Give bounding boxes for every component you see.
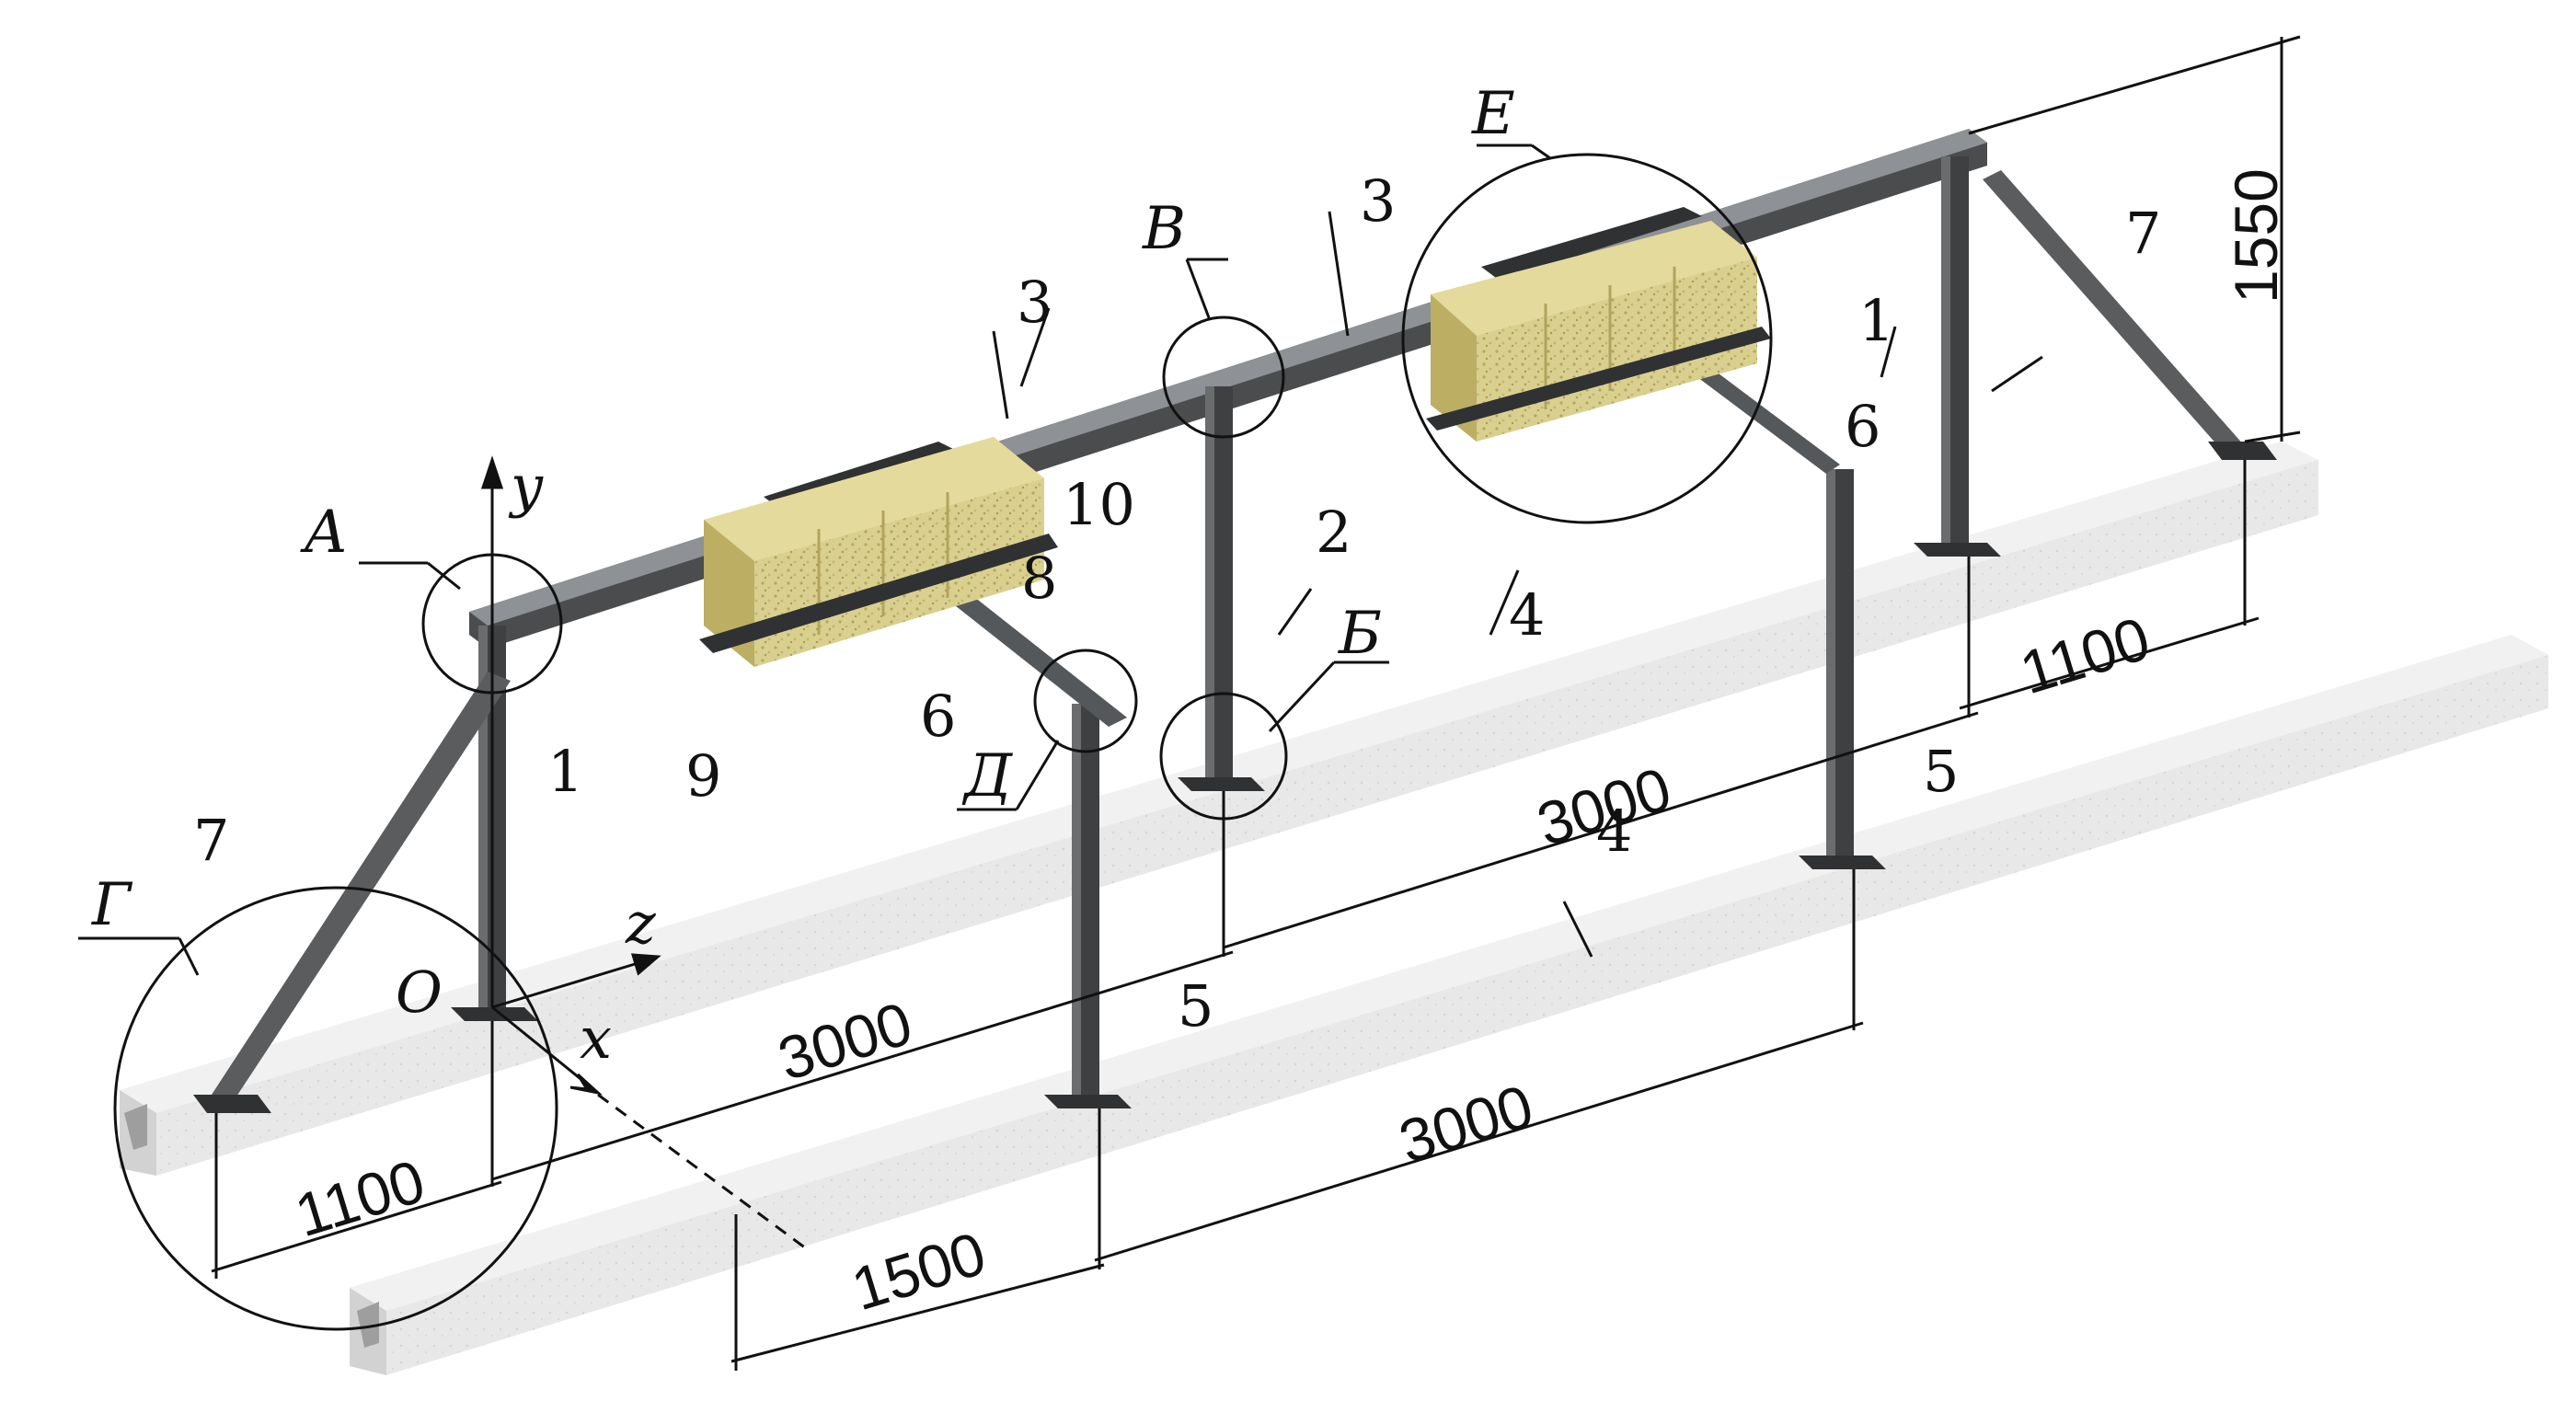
part-label-8: 8 (1021, 545, 1057, 612)
detail-circle-v (1162, 316, 1285, 439)
axis-label-origin: O (396, 959, 443, 1026)
detail-letter-b: Б (1338, 600, 1382, 668)
part-label-5-mid: 5 (1178, 972, 1213, 1039)
part-label-10: 10 (1063, 471, 1135, 538)
detail-circle-g (113, 886, 558, 1331)
detail-letter-v: В (1142, 195, 1186, 263)
detail-circle-d (1033, 649, 1138, 753)
part-label-6-right: 6 (1845, 393, 1880, 460)
detail-circle-e (1401, 153, 1773, 524)
part-label-4-front: 4 (1596, 798, 1632, 865)
y-axis-arrow (480, 455, 504, 489)
coordinate-axes (480, 455, 811, 1253)
part-label-6-left: 6 (920, 683, 956, 750)
dimension-lines (211, 35, 2301, 1371)
part-label-1-left: 1 (547, 738, 583, 805)
part-label-9: 9 (685, 742, 721, 810)
detail-letter-e: Е (1471, 80, 1515, 148)
detail-letter-d: Д (961, 742, 1013, 810)
detail-letter-a: А (300, 499, 348, 567)
axis-label-y: y (508, 453, 544, 520)
detail-letter-g: Г (91, 871, 133, 939)
dim-front-3000: 3000 (1391, 1072, 1540, 1177)
bale-stack-left (699, 437, 1058, 667)
z-axis-line (491, 959, 645, 1009)
dim-height-1550: 1550 (2222, 168, 2290, 304)
bale-stack-right (1426, 221, 1771, 442)
z-axis-arrow (630, 953, 661, 976)
x-axis-line (491, 1005, 590, 1087)
concrete-beam-front (350, 635, 2548, 1375)
part-label-2: 2 (1316, 499, 1351, 566)
part-label-1-right: 1 (1858, 287, 1894, 354)
dim-left-1100: 1100 (287, 1146, 431, 1249)
axis-label-z: z (625, 890, 656, 957)
part-label-7-left: 7 (193, 807, 229, 874)
x-axis-arrow (569, 1073, 604, 1096)
part-label-3-right: 3 (1360, 167, 1396, 235)
part-label-3-left: 3 (1017, 269, 1052, 336)
part-label-4-back: 4 (1509, 581, 1545, 649)
part-label-5-right: 5 (1923, 738, 1959, 805)
dim-mid-3000-lower: 3000 (770, 989, 919, 1094)
dim-offset-1500: 1500 (844, 1219, 993, 1324)
dim-right-1100: 1100 (2012, 603, 2156, 706)
part-label-7-right: 7 (2125, 200, 2161, 267)
axis-label-x: x (580, 1005, 612, 1072)
leader-lines (78, 144, 2043, 976)
